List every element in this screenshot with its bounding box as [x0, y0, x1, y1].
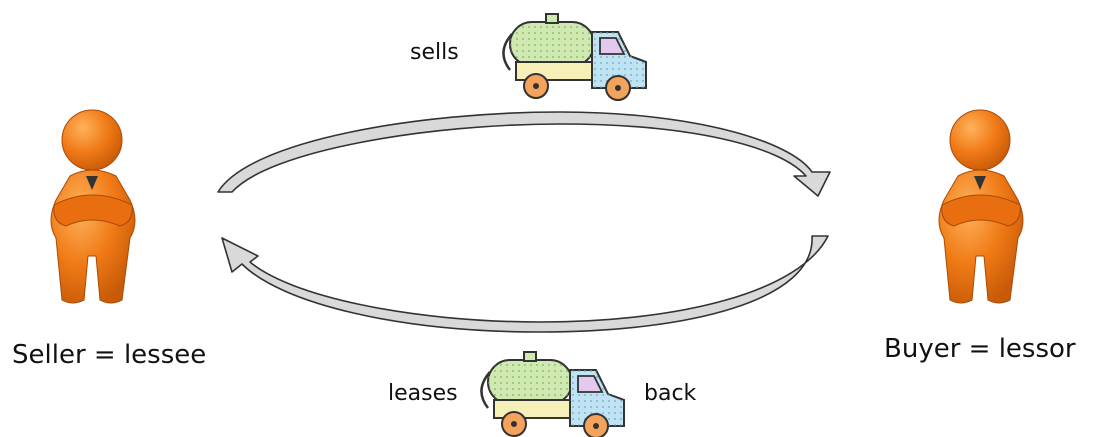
bottom-tanker-truck-icon — [481, 352, 624, 437]
leases-label: leases — [388, 381, 458, 406]
bottom-curved-arrow-icon — [222, 236, 828, 332]
buyer-label: Buyer = lessor — [884, 334, 1076, 364]
seller-figure-icon — [51, 110, 135, 303]
top-curved-arrow-icon — [218, 112, 830, 196]
back-label: back — [644, 381, 696, 406]
seller-label: Seller = lessee — [12, 340, 206, 370]
buyer-figure-icon — [939, 110, 1023, 303]
top-tanker-truck-icon — [503, 14, 646, 100]
sells-label: sells — [410, 40, 459, 65]
